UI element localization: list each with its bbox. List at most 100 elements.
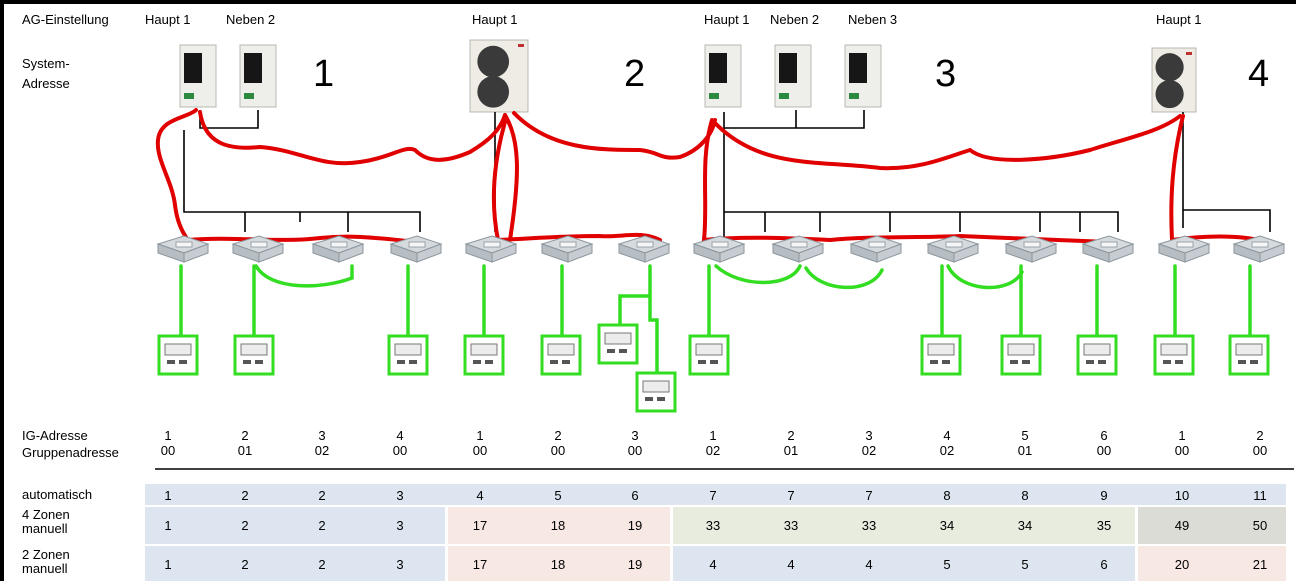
table-band bbox=[145, 484, 1286, 505]
two-zone-cell: 2 bbox=[318, 557, 326, 572]
indoor-cassette-unit-side bbox=[1031, 243, 1057, 263]
group-address: 02 bbox=[939, 443, 955, 458]
outdoor-unit-grille bbox=[184, 53, 202, 83]
remote-button bbox=[409, 360, 417, 364]
fan-icon bbox=[477, 76, 510, 108]
indoor-cassette-unit-side bbox=[953, 243, 979, 263]
role-label: Haupt 1 bbox=[472, 12, 518, 27]
outdoor-unit-logo bbox=[709, 93, 719, 99]
ig-address: 1 bbox=[1178, 428, 1186, 443]
remote-button bbox=[179, 360, 187, 364]
remote-button bbox=[657, 397, 665, 401]
remote-button bbox=[710, 360, 718, 364]
automatic-cell: 4 bbox=[476, 488, 484, 503]
remote-button bbox=[1175, 360, 1183, 364]
remote-display bbox=[394, 343, 422, 356]
communication-bus-line bbox=[712, 114, 1182, 171]
system-address-label: System- bbox=[22, 56, 70, 71]
two-zone-cell: 19 bbox=[627, 557, 643, 572]
ig-address: 2 bbox=[787, 428, 795, 443]
cassette-vent bbox=[1176, 241, 1194, 248]
group-address: 01 bbox=[237, 443, 253, 458]
group-address: 00 bbox=[1174, 443, 1190, 458]
indoor-cassette-unit-side bbox=[876, 243, 902, 263]
remote-button bbox=[619, 349, 627, 353]
remote-display bbox=[927, 343, 955, 356]
automatic-cell: 6 bbox=[631, 488, 639, 503]
role-label: Neben 2 bbox=[226, 12, 276, 27]
ig-address: 1 bbox=[164, 428, 172, 443]
remote-button bbox=[698, 360, 706, 364]
remote-controller-wire bbox=[946, 264, 1024, 290]
indoor-cassette-unit-side bbox=[258, 243, 284, 263]
group-address: 00 bbox=[1252, 443, 1268, 458]
remote-button bbox=[930, 360, 938, 364]
remote-button bbox=[1022, 360, 1030, 364]
two-zone-cell: 4 bbox=[865, 557, 873, 572]
remote-button bbox=[1098, 360, 1106, 364]
group-address: 00 bbox=[550, 443, 566, 458]
automatic-cell: 7 bbox=[787, 488, 795, 503]
ig-address: 3 bbox=[865, 428, 873, 443]
four-zone-cell: 49 bbox=[1174, 518, 1190, 533]
automatic-cell: 1 bbox=[164, 488, 172, 503]
role-label: Neben 2 bbox=[770, 12, 820, 27]
outdoor-unit-grille bbox=[779, 53, 797, 83]
remote-controller-wire bbox=[714, 264, 884, 290]
ig-address: 5 bbox=[1021, 428, 1029, 443]
ig-address: 2 bbox=[241, 428, 249, 443]
row-label-automatic: automatisch bbox=[22, 487, 93, 502]
cassette-vent bbox=[175, 241, 193, 248]
role-label: Neben 3 bbox=[848, 12, 898, 27]
automatic-cell: 8 bbox=[1021, 488, 1029, 503]
ig-address-label: IG-Adresse bbox=[22, 428, 88, 443]
automatic-cell: 2 bbox=[318, 488, 326, 503]
communication-bus-line bbox=[198, 110, 507, 166]
cassette-vent bbox=[408, 241, 426, 248]
indoor-cassette-unit-side bbox=[719, 243, 745, 263]
role-label: Haupt 1 bbox=[1156, 12, 1202, 27]
cassette-vent bbox=[945, 241, 963, 248]
outdoor-unit-logo bbox=[244, 93, 254, 99]
cassette-vent bbox=[483, 241, 501, 248]
communication-bus-line bbox=[155, 108, 422, 244]
role-label: Haupt 1 bbox=[145, 12, 191, 27]
system-number: 4 bbox=[1248, 53, 1270, 95]
communication-bus-line bbox=[496, 232, 662, 242]
remote-display bbox=[1235, 343, 1263, 356]
remote-button bbox=[1086, 360, 1094, 364]
remote-controller-wire bbox=[618, 264, 659, 374]
automatic-cell: 5 bbox=[554, 488, 562, 503]
remote-display bbox=[604, 332, 632, 345]
remote-button bbox=[942, 360, 950, 364]
two-zone-cell: 5 bbox=[1021, 557, 1029, 572]
remote-button bbox=[473, 360, 481, 364]
communication-bus-line bbox=[491, 113, 519, 242]
remote-button bbox=[550, 360, 558, 364]
four-zone-cell: 3 bbox=[396, 518, 404, 533]
automatic-cell: 7 bbox=[709, 488, 717, 503]
system-address-label: Adresse bbox=[22, 76, 70, 91]
automatic-cell: 10 bbox=[1174, 488, 1190, 503]
remote-button bbox=[255, 360, 263, 364]
indoor-cassette-unit-side bbox=[1184, 243, 1210, 263]
communication-bus-line bbox=[512, 111, 717, 160]
remote-button bbox=[397, 360, 405, 364]
table-band bbox=[145, 546, 445, 581]
system-number: 2 bbox=[624, 53, 646, 95]
outdoor-unit-logo bbox=[518, 44, 524, 47]
group-address: 00 bbox=[392, 443, 408, 458]
table-band bbox=[673, 546, 1135, 581]
wiring-tree-line bbox=[723, 110, 865, 250]
ig-address: 2 bbox=[554, 428, 562, 443]
outdoor-unit-logo bbox=[1186, 52, 1192, 55]
group-address: 02 bbox=[861, 443, 877, 458]
four-zone-cell: 35 bbox=[1096, 518, 1112, 533]
cassette-vent bbox=[250, 241, 268, 248]
